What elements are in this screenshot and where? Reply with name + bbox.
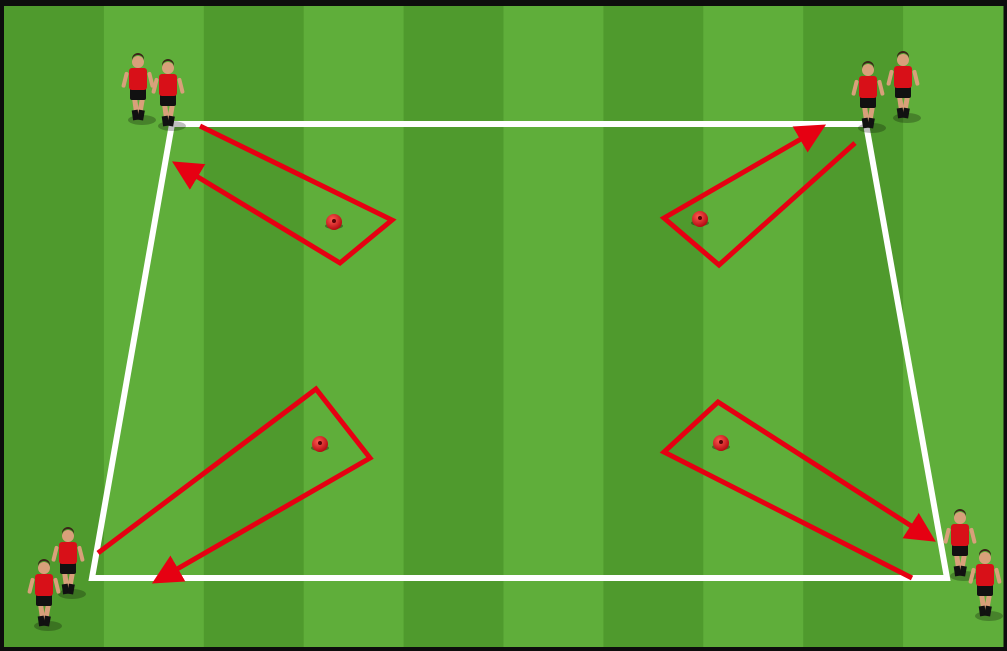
grass-stripe [504,6,604,647]
grass-stripe [204,6,304,647]
grass-stripe [703,6,803,647]
grass-stripe [603,6,703,647]
grass-stripe [304,6,404,647]
grass-stripe [104,6,204,647]
grass-stripe [404,6,504,647]
